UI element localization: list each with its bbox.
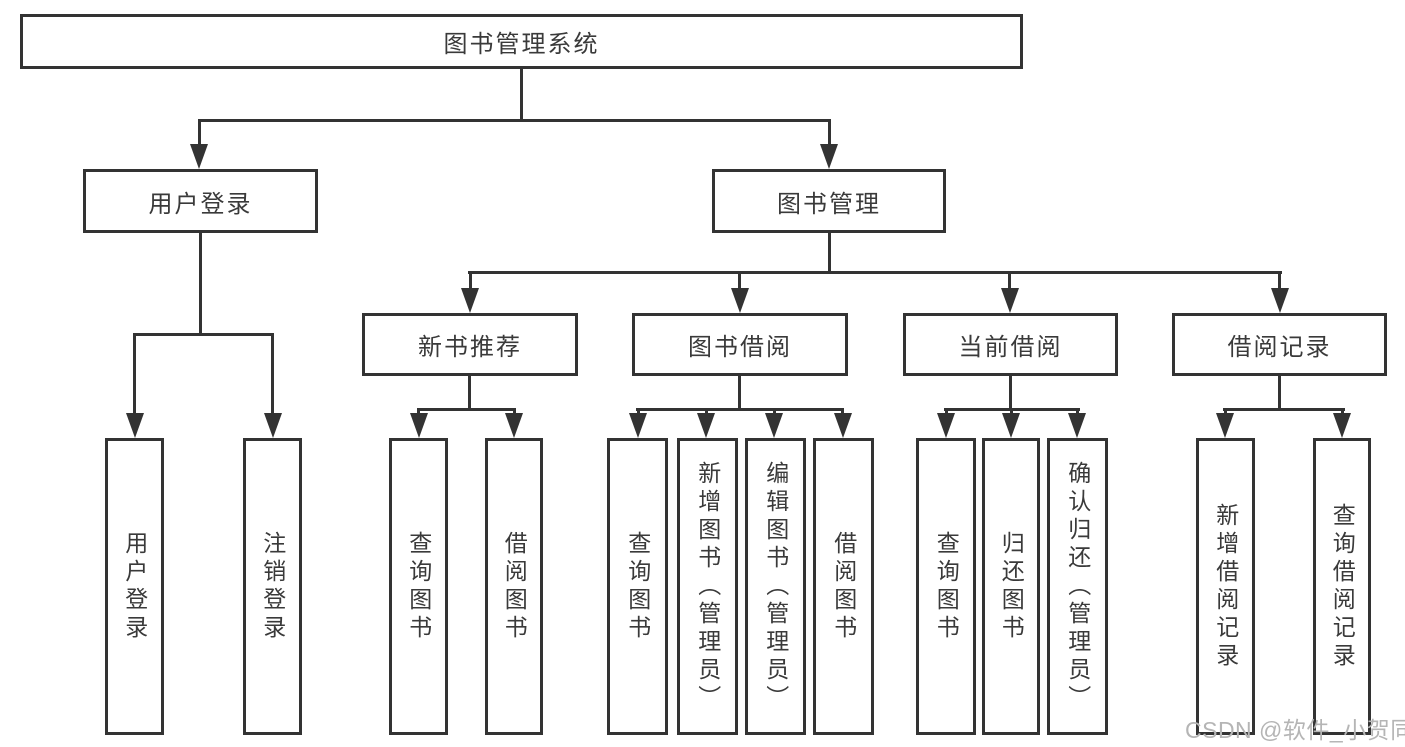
leaf-edit-book-admin: 编辑图书（管理员） xyxy=(745,438,806,735)
connector-arrow-down xyxy=(1068,413,1086,438)
leaf-logout: 注销登录 xyxy=(243,438,302,735)
leaf-query-books-borrowing: 查询图书 xyxy=(607,438,668,735)
connector-line xyxy=(198,121,201,147)
node-label: 图书管理系统 xyxy=(443,31,600,58)
connector-arrow-down xyxy=(1271,288,1289,313)
connector-line xyxy=(133,333,274,336)
connector-arrow-down xyxy=(834,413,852,438)
node-label: 借阅记录 xyxy=(1227,334,1332,361)
connector-arrow-down xyxy=(505,413,523,438)
leaf-add-book-admin: 新增图书（管理员） xyxy=(677,438,738,735)
node-library-management-system: 图书管理系统 xyxy=(20,14,1023,69)
node-label: 借阅图书 xyxy=(830,530,857,643)
connector-line xyxy=(1009,376,1012,410)
connector-arrow-down xyxy=(1001,288,1019,313)
node-label: 确认归还（管理员） xyxy=(1064,460,1091,713)
node-label: 新书推荐 xyxy=(418,334,522,361)
connector-line xyxy=(1008,273,1011,290)
connector-line xyxy=(469,273,472,290)
connector-arrow-down xyxy=(937,413,955,438)
connector-arrow-down xyxy=(1216,413,1234,438)
connector-line xyxy=(738,273,741,290)
node-label: 注销登录 xyxy=(259,530,286,643)
leaf-add-borrow-record: 新增借阅记录 xyxy=(1196,438,1255,735)
node-label: 归还图书 xyxy=(998,530,1025,643)
connector-line xyxy=(468,376,471,410)
connector-line xyxy=(828,233,831,273)
connector-arrow-down xyxy=(126,413,144,438)
node-label: 图书管理 xyxy=(777,190,881,218)
node-label: 图书借阅 xyxy=(688,334,792,361)
leaf-query-books-current: 查询图书 xyxy=(916,438,976,735)
node-label: 查询借阅记录 xyxy=(1329,502,1356,671)
leaf-query-books-recommend: 查询图书 xyxy=(389,438,448,735)
connector-arrow-down xyxy=(1333,413,1351,438)
node-label: 用户登录 xyxy=(121,530,148,643)
node-label: 编辑图书（管理员） xyxy=(762,460,789,713)
node-current-borrowing: 当前借阅 xyxy=(903,313,1118,376)
connector-arrow-down xyxy=(697,413,715,438)
connector-line xyxy=(198,119,831,122)
connector-line xyxy=(1278,273,1281,290)
leaf-borrow-books-recommend: 借阅图书 xyxy=(485,438,543,735)
connector-line xyxy=(133,335,136,415)
connector-line xyxy=(199,233,202,335)
connector-line xyxy=(468,271,1282,274)
node-label: 查询图书 xyxy=(405,530,432,643)
node-label: 新增图书（管理员） xyxy=(694,460,721,713)
connector-arrow-down xyxy=(629,413,647,438)
leaf-borrow-books: 借阅图书 xyxy=(813,438,874,735)
connector-line xyxy=(520,68,523,121)
connector-arrow-down xyxy=(264,413,282,438)
connector-line xyxy=(1278,376,1281,410)
connector-arrow-down xyxy=(820,144,838,169)
csdn-watermark: CSDN @软件_小贺同学 xyxy=(1185,717,1405,743)
connector-line xyxy=(271,335,274,415)
node-label: 用户登录 xyxy=(148,190,253,218)
node-borrowing-records: 借阅记录 xyxy=(1172,313,1387,376)
connector-arrow-down xyxy=(410,413,428,438)
connector-line xyxy=(828,121,831,147)
leaf-user-login: 用户登录 xyxy=(105,438,164,735)
node-label: 新增借阅记录 xyxy=(1212,502,1239,671)
connector-arrow-down xyxy=(765,413,783,438)
connector-arrow-down xyxy=(731,288,749,313)
connector-line xyxy=(417,408,516,411)
connector-arrow-down xyxy=(1002,413,1020,438)
connector-arrow-down xyxy=(461,288,479,313)
connector-line xyxy=(636,408,844,411)
node-label: 当前借阅 xyxy=(958,334,1063,361)
connector-arrow-down xyxy=(190,144,208,169)
leaf-confirm-return-admin: 确认归还（管理员） xyxy=(1047,438,1108,735)
leaf-return-book: 归还图书 xyxy=(982,438,1040,735)
leaf-query-borrow-record: 查询借阅记录 xyxy=(1313,438,1371,735)
connector-line xyxy=(944,408,1080,411)
node-new-book-recommendation: 新书推荐 xyxy=(362,313,578,376)
node-label: 借阅图书 xyxy=(501,530,528,643)
node-label: 查询图书 xyxy=(933,530,960,643)
node-user-login: 用户登录 xyxy=(83,169,318,233)
connector-line xyxy=(738,376,741,410)
connector-line xyxy=(1223,408,1345,411)
node-book-management: 图书管理 xyxy=(712,169,946,233)
node-book-borrowing: 图书借阅 xyxy=(632,313,848,376)
node-label: 查询图书 xyxy=(624,530,651,643)
